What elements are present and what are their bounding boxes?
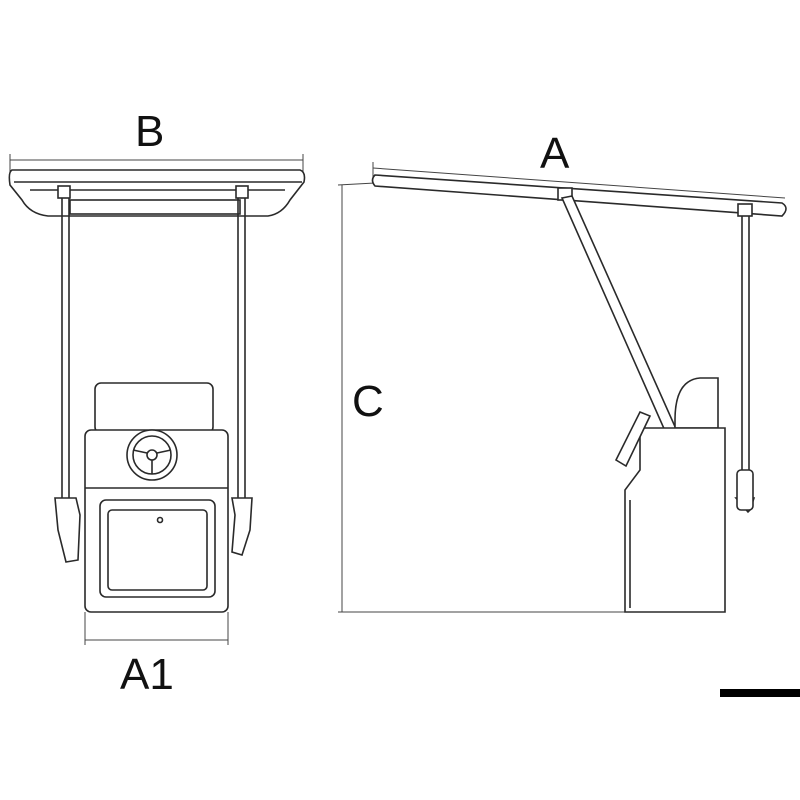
console-side	[614, 377, 726, 613]
console-front	[84, 382, 229, 613]
label-a: A	[540, 129, 570, 178]
dimension-line-c	[337, 182, 625, 613]
label-a1: A1	[120, 650, 174, 699]
scale-bar	[720, 689, 800, 697]
steering-wheel-icon	[126, 429, 178, 481]
front-view	[8, 154, 306, 645]
frame-poles-front	[54, 198, 253, 563]
side-view	[337, 162, 787, 613]
label-c: C	[352, 377, 384, 426]
dimension-line-a1	[84, 612, 229, 645]
canopy-front	[8, 169, 306, 217]
label-b: B	[135, 107, 165, 156]
canopy-side	[371, 174, 787, 217]
